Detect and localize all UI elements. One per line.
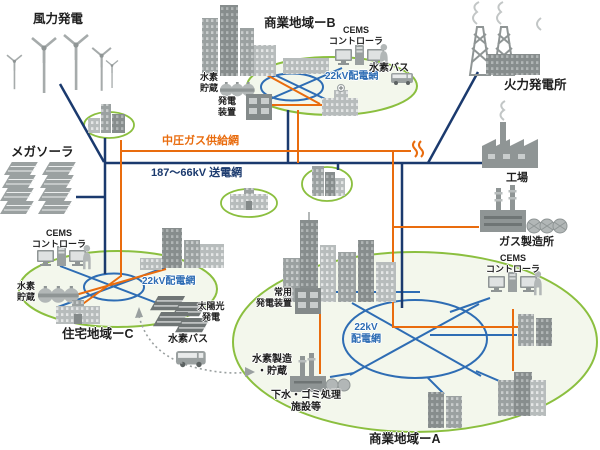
grid-22kv-c-label: 22kV配電網 [142, 276, 196, 287]
gas-plant-label: ガス製造所 [499, 236, 554, 248]
thermal-plant-icon [468, 1, 542, 76]
cems-c-label: CEMS コントローラ [31, 228, 86, 249]
standby-generator-a-label: 常用 発電装置 [255, 287, 292, 308]
hydrogen-bus-c-label: 水素バス [168, 334, 208, 345]
hydrogen-bus-c-icon [176, 351, 206, 368]
generator-b-icon [246, 94, 272, 120]
bus-route-arrow-icon [135, 307, 255, 377]
transmission-line [58, 71, 489, 308]
cems-b-label: CEMS コントローラ [328, 25, 383, 46]
factory-label: 工場 [506, 172, 528, 184]
wind-power-label: 風力発電 [33, 12, 84, 26]
school-c-icon [56, 300, 100, 324]
gas-flame-icon [412, 140, 424, 158]
grid-22kv-b-label: 22kV配電網 [325, 71, 379, 82]
solar-pv-c-label: 太陽光 発電 [197, 301, 225, 322]
gas-trunk-label: 中圧ガス供給網 [162, 135, 239, 147]
mega-solar-icon [0, 161, 77, 215]
factory-icon [482, 100, 538, 168]
mega-solar-label: メガソーラ [11, 145, 74, 159]
hydrogen-storage-b-label: 水素 貯蔵 [199, 72, 218, 93]
town-2-icon [230, 188, 268, 210]
residential-c-label: 住宅地域ーC [62, 327, 134, 341]
sewage-plant-a-label: 下水・ゴミ処理 施設等 [271, 390, 341, 413]
standby-generator-a-icon [295, 288, 321, 314]
commercial-a-label: 商業地域ーA [369, 432, 441, 446]
city-c-icon [140, 228, 224, 270]
buildings-a-bottom-icon [428, 392, 462, 428]
city-b-icon [202, 5, 329, 76]
sewage-plant-icon [290, 353, 351, 392]
gas-plant-icon [480, 185, 568, 234]
hydrogen-bus-b-label: 水素バス [369, 63, 409, 74]
wind-turbines-icon [6, 33, 119, 95]
grid-22kv-a-label: 22kV 配電網 [351, 322, 381, 345]
town-3-icon [312, 166, 345, 196]
town-1-icon [88, 104, 125, 133]
thermal-plant-label: 火力発電所 [504, 78, 567, 92]
commercial-b-label: 商業地域ーB [264, 16, 336, 30]
hydrogen-production-a-label: 水素製造 ・貯蔵 [252, 354, 292, 377]
cems-a-label: CEMS コントローラ [485, 253, 540, 274]
generator-b-label: 発電 装置 [217, 96, 236, 117]
hospital-icon [322, 84, 358, 116]
hydrogen-storage-c-label: 水素 貯蔵 [16, 281, 35, 302]
buildings-a-right-icon [518, 314, 552, 346]
power-trunk-label: 187〜66kV 送電網 [151, 167, 243, 179]
buildings-a-bottomright-icon [498, 372, 546, 416]
